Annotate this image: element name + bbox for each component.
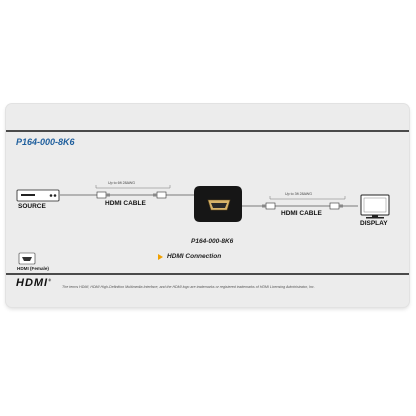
source-device-icon: [16, 189, 60, 202]
hdmi-logo: HDMI®: [16, 277, 53, 289]
display-label: DISPLAY: [360, 220, 388, 227]
hdmi-coupler-icon: [194, 186, 242, 222]
model-title: P164-000-8K6: [16, 137, 75, 147]
cable2-length-label: Up to 3ft 28AWG: [285, 192, 313, 196]
display-monitor-icon: [360, 194, 390, 219]
cable2-label: HDMI CABLE: [281, 210, 322, 217]
top-band: [6, 130, 409, 132]
orange-arrow-icon: [158, 254, 163, 260]
hdmi-cable-1: [60, 185, 200, 199]
source-label: SOURCE: [18, 203, 46, 210]
hdmi-female-legend-label: HDMI (Female): [17, 266, 49, 271]
bottom-band: [6, 273, 409, 275]
cable1-label: HDMI CABLE: [105, 200, 146, 207]
trademark-text: The terms HDMI, HDMI High-Definition Mul…: [62, 285, 315, 289]
connection-label: HDMI Connection: [167, 253, 222, 260]
hdmi-cable-2: [242, 196, 358, 210]
hdmi-female-port-icon: [18, 252, 36, 265]
coupler-label: P164-000-8K6: [191, 238, 234, 245]
cable1-length-label: Up to 6ft 28AWG: [108, 181, 136, 185]
